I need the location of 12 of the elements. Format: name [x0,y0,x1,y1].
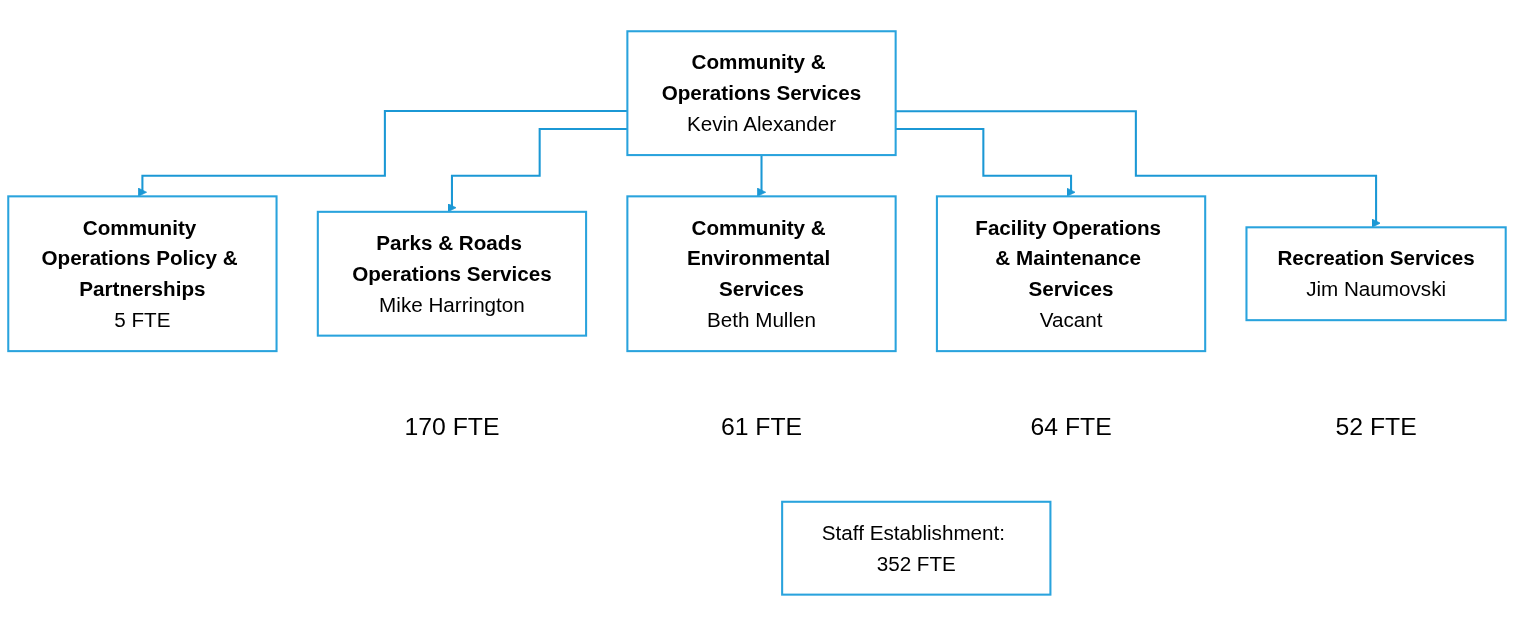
node-box: Recreation Services Jim Naumovski [1245,225,1507,321]
node-label: 64 FTE [1030,411,1112,440]
node-box: Community & Operations Services Kevin Alexander [626,29,897,156]
node-box: Parks & Roads Operations Services Mike Harrington [316,210,588,337]
node-box: Community & Environmental Services Beth Mullen [626,194,897,352]
node-label: 170 FTE [404,411,500,440]
node-label: 52 FTE [1335,411,1417,440]
node-label: 61 FTE [720,411,803,440]
node-box: Staff Establishment: 352 FTE [781,500,1052,596]
node-box: Facility Operations & Maintenance Services Vacant [935,194,1207,352]
arrow [447,127,628,212]
node-box: Community Operations Policy & Partnerships 5 FTE [7,194,278,352]
